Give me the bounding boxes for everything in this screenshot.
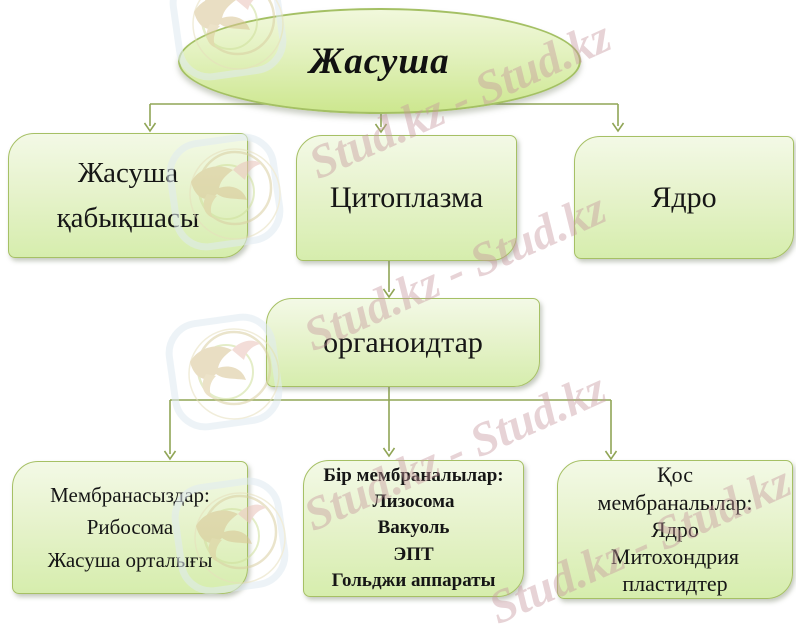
node-non-membrane-organelles: Мембранасыздар: Рибосома Жасуша орталығы bbox=[12, 461, 248, 594]
root-node-cell-label: Жасуша bbox=[309, 40, 450, 82]
node-cell-membrane-line2: қабықшасы bbox=[56, 201, 200, 234]
single-membrane-line5: Гольджи аппараты bbox=[331, 569, 496, 591]
node-cytoplasm: Цитоплазма bbox=[296, 135, 517, 261]
node-double-membrane-organelles: Қос мембраналылар: Ядро Митохондрия плас… bbox=[557, 460, 793, 599]
node-cell-membrane: Жасуша қабықшасы bbox=[8, 133, 248, 258]
double-membrane-line2: мембраналылар: bbox=[597, 489, 753, 515]
diagram-cell-structure: Жасуша Жасуша қабықшасы Цитоплазма Ядро … bbox=[8, 0, 796, 635]
single-membrane-line1: Бір мембраналылар: bbox=[323, 464, 504, 486]
non-membrane-line3: Жасуша орталығы bbox=[47, 547, 213, 572]
node-cell-membrane-line1: Жасуша bbox=[77, 156, 179, 189]
single-membrane-line3: Вакуоль bbox=[377, 517, 450, 539]
double-membrane-line3: Ядро bbox=[651, 516, 699, 542]
double-membrane-line1: Қос bbox=[657, 462, 693, 488]
non-membrane-line1: Мембранасыздар: bbox=[50, 482, 210, 507]
node-single-membrane-organelles: Бір мембраналылар: Лизосома Вакуоль ЭПТ … bbox=[303, 460, 524, 597]
node-cytoplasm-label: Цитоплазма bbox=[329, 181, 484, 214]
node-organoids: органоидтар bbox=[266, 298, 540, 387]
double-membrane-line4: Митохондрия bbox=[610, 544, 740, 570]
node-nucleus-label: Ядро bbox=[651, 180, 717, 214]
non-membrane-line2: Рибосома bbox=[86, 515, 174, 540]
node-nucleus: Ядро bbox=[574, 136, 794, 259]
single-membrane-line4: ЭПТ bbox=[393, 543, 434, 565]
root-node-cell: Жасуша bbox=[178, 8, 581, 114]
node-organoids-label: органоидтар bbox=[323, 325, 483, 359]
double-membrane-line5: пластидтер bbox=[622, 571, 728, 597]
single-membrane-line2: Лизосома bbox=[372, 491, 455, 513]
